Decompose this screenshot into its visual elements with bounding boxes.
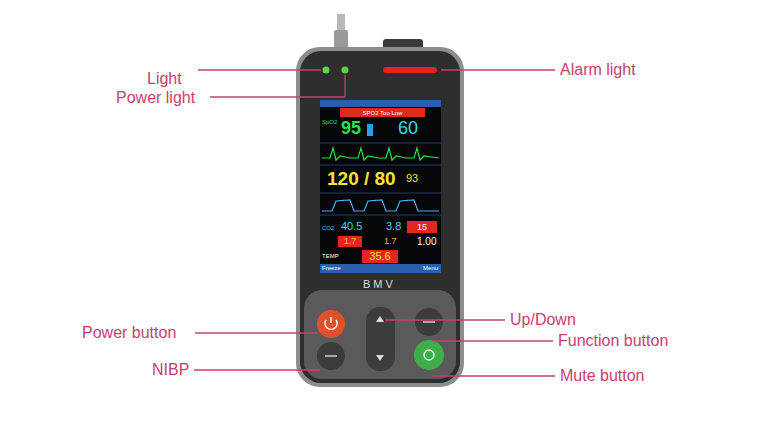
menu-bar	[320, 264, 441, 273]
screen-label: CO2	[322, 225, 334, 231]
up-down-button	[366, 307, 395, 371]
function-button	[415, 308, 443, 336]
status-bar	[320, 100, 441, 107]
screen-value: 1.00	[417, 237, 436, 247]
callout-label: Power button	[82, 325, 176, 341]
callout-label: Up/Down	[510, 312, 576, 328]
node-text: 15	[417, 223, 427, 232]
brand-logo: BMV	[363, 279, 396, 290]
screen-label: Menu	[423, 265, 438, 271]
light	[323, 67, 330, 74]
node-text: 35.6	[369, 251, 390, 262]
co2-wave	[322, 200, 439, 211]
callout-label: NIBP	[152, 362, 189, 378]
alarm-value-box: 15	[407, 221, 437, 233]
device-housing	[296, 47, 464, 387]
power-button	[317, 310, 345, 338]
screen	[320, 100, 441, 273]
callout-label: Function button	[558, 333, 668, 349]
nibp-button	[317, 342, 345, 370]
ecg-wave	[322, 148, 439, 160]
power-light	[342, 67, 349, 74]
keypad-area	[304, 290, 456, 379]
screen-label: TEMP	[322, 253, 339, 259]
screen-label: Freeze	[322, 265, 341, 271]
nibp-value: 120 / 80	[327, 169, 396, 188]
screen-value: 1.7	[384, 237, 397, 246]
callout-label: Alarm light	[560, 62, 636, 78]
alarm-value-box: 1.7	[338, 236, 362, 247]
co2-value: 3.8	[386, 221, 401, 232]
screen-label: SpO2	[322, 119, 337, 125]
mute-button	[414, 340, 444, 370]
leader-lines	[194, 70, 555, 376]
callout-label: Light	[147, 71, 182, 87]
alarm-light	[383, 67, 437, 73]
spo2-value: 95	[341, 119, 361, 137]
pulse-value: 60	[398, 119, 418, 137]
callout-label: Power light	[116, 90, 195, 106]
co2-value: 40.5	[341, 221, 362, 232]
node-text: SPO2 Too Low	[363, 110, 403, 116]
alarm-banner: SPO2 Too Low	[340, 108, 425, 117]
node-text: 1.7	[344, 237, 357, 246]
mean-value: 93	[406, 173, 418, 184]
alarm-value-box: 35.6	[362, 250, 398, 263]
pulse-bar	[367, 124, 373, 136]
device-face	[300, 51, 460, 383]
callout-label: Mute button	[560, 368, 645, 384]
